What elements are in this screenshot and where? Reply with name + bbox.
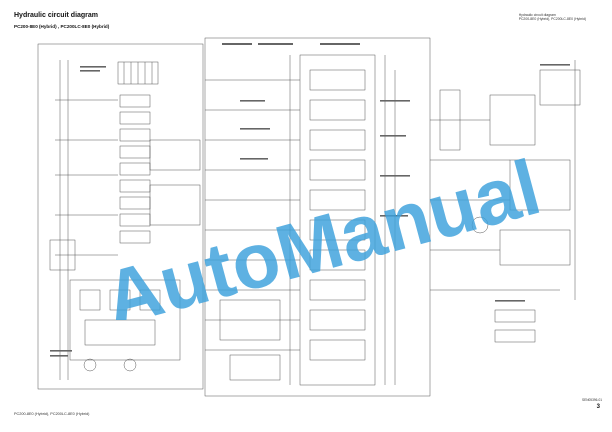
running-header: Hydraulic circuit diagram PC200-8E0 (Hyb… [519,13,586,22]
running-header-line1: Hydraulic circuit diagram [518,13,556,17]
footer-models: PC200-8E0 (Hybrid), PC200LC-8E0 (Hybrid) [14,412,90,416]
page-subtitle: PC200-8E0 (Hybrid) , PC200LC-8E0 (Hybrid… [14,24,110,29]
automanual-watermark: AutoManual [95,150,549,320]
document-code: SEN05396-01 [581,398,602,402]
page-number: 3 [596,404,600,410]
running-header-line2: PC200-8E0 (Hybrid), PC200LC-8E0 (Hybrid) [518,17,586,22]
page-title: Hydraulic circuit diagram [14,12,99,19]
watermark-text: AutoManual [95,150,549,320]
